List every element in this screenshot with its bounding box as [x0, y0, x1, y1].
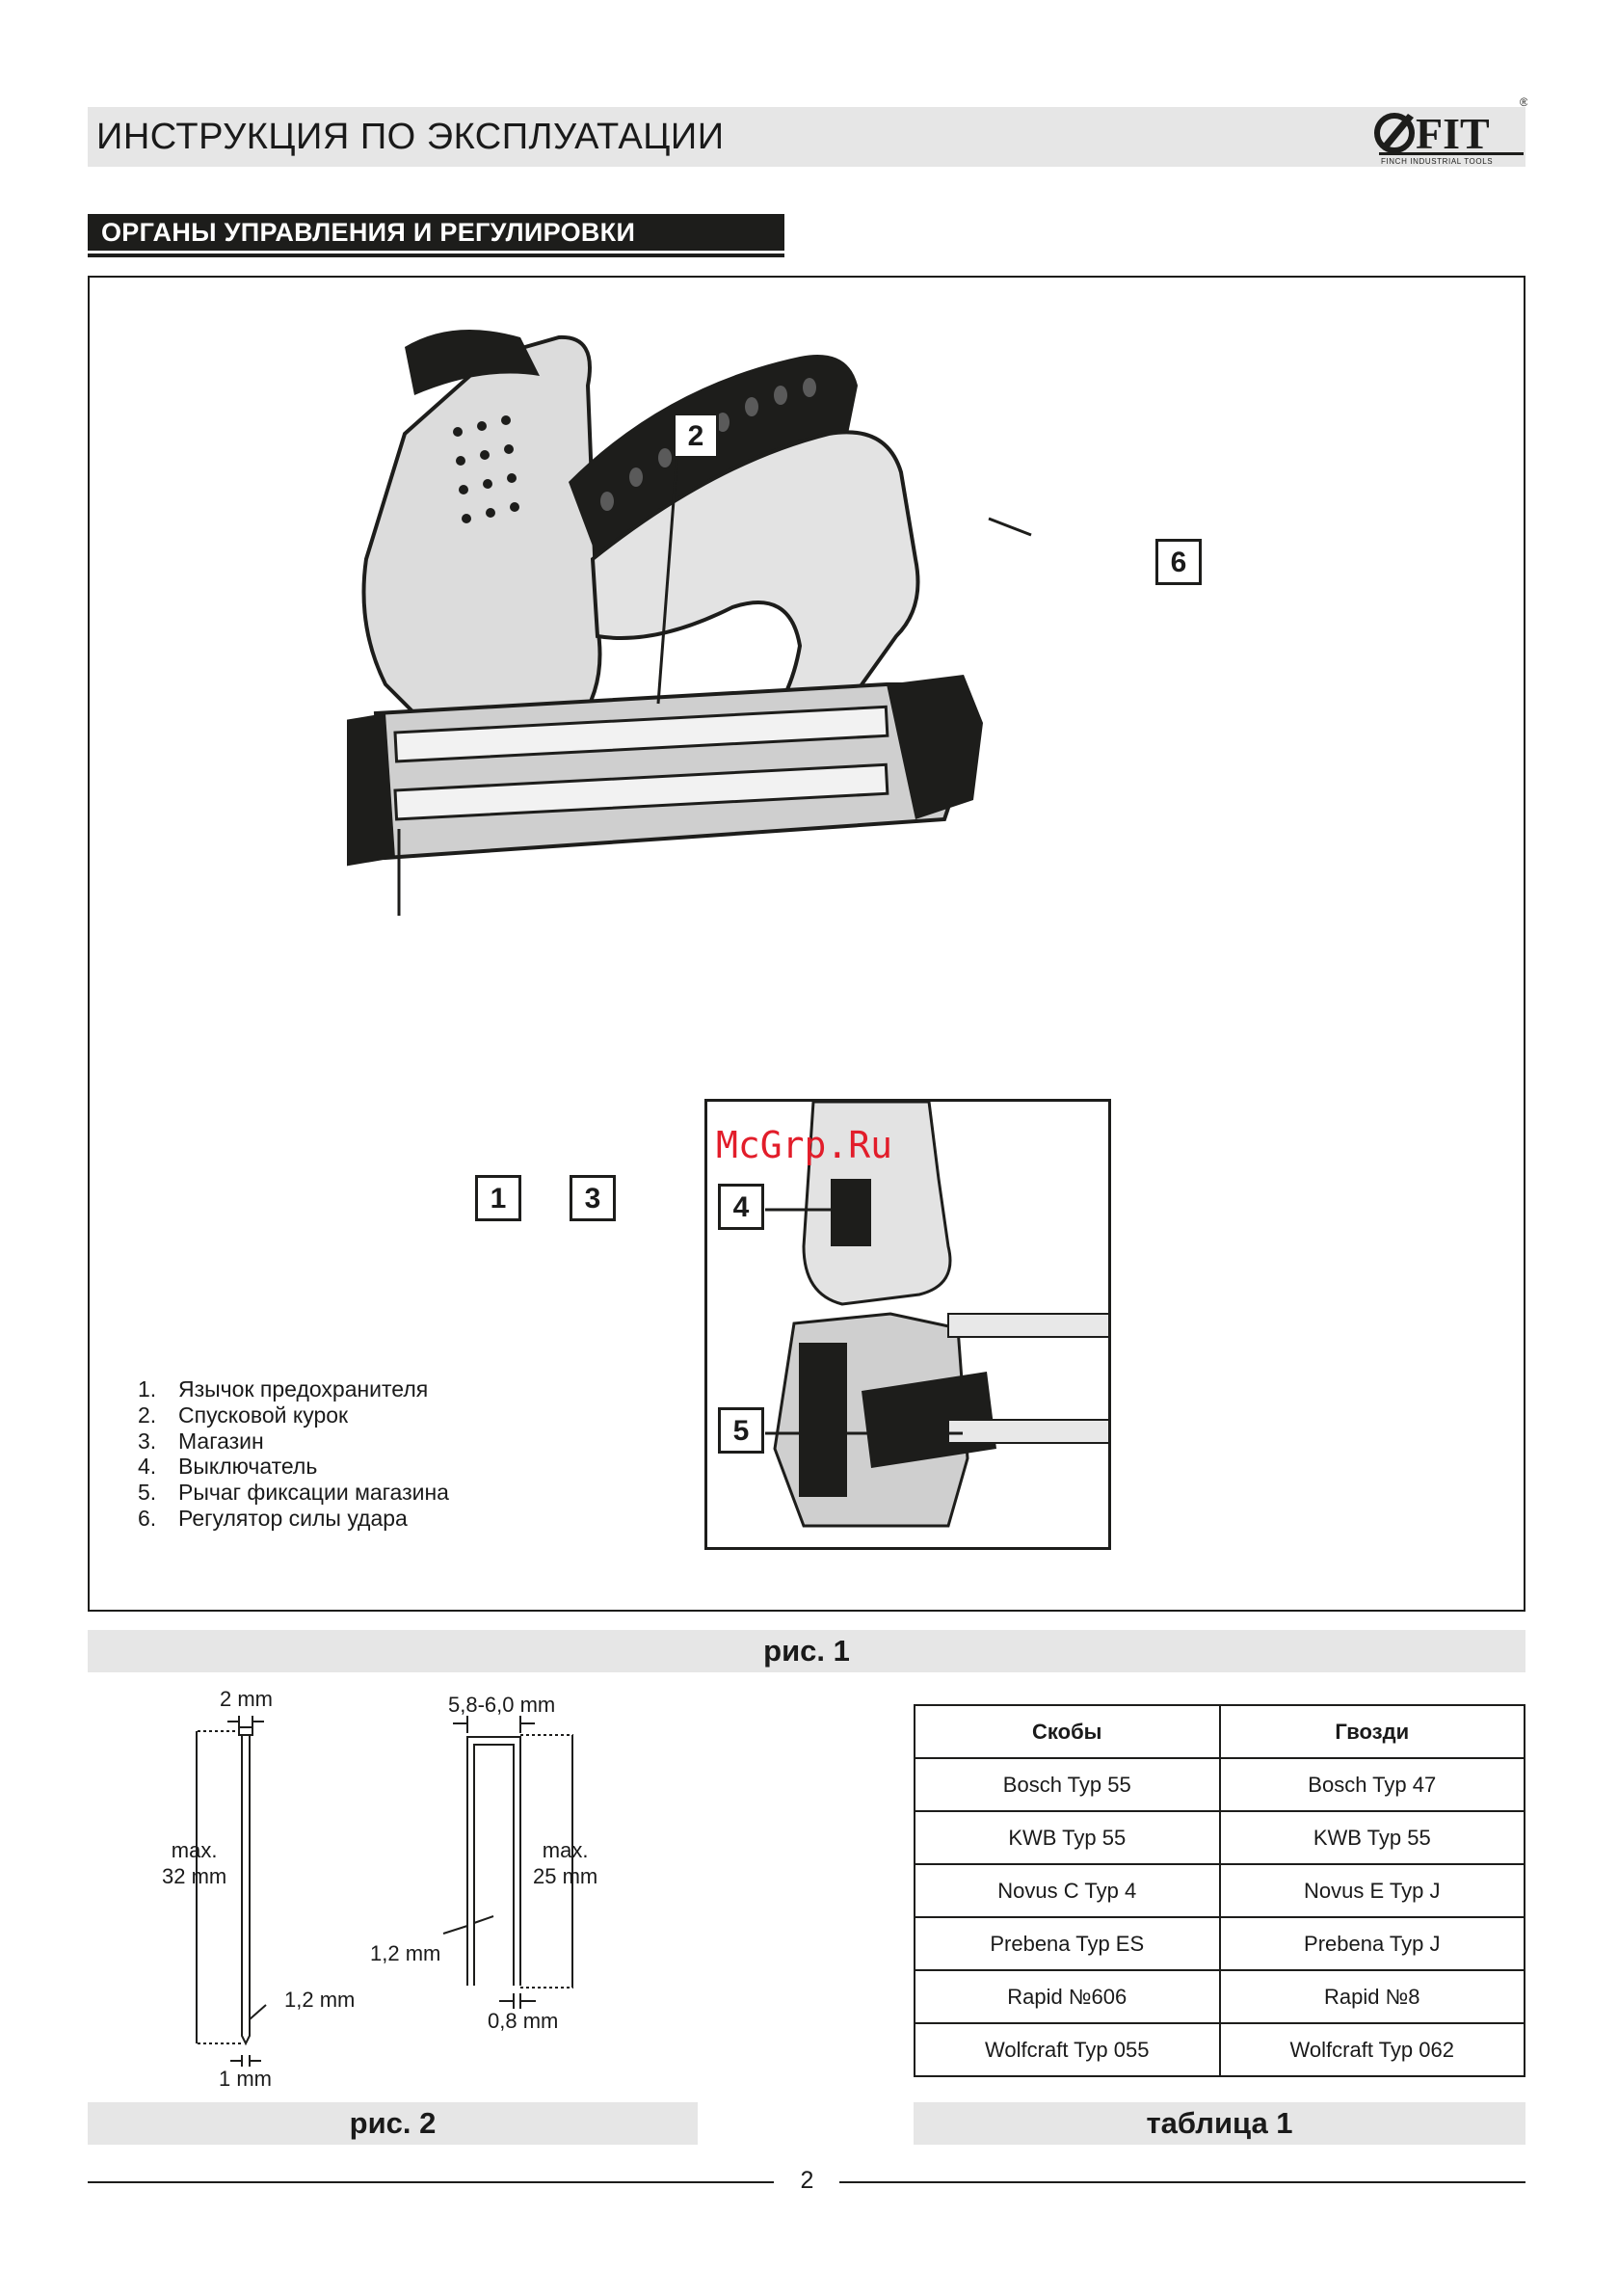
staple-width-dim: 0,8 mm — [488, 2009, 559, 2033]
section-underline — [88, 254, 784, 257]
table-cell: Novus C Typ 4 — [914, 1863, 1221, 1918]
parts-legend: 1.Язычок предохранителя 2.Спусковой куро… — [138, 1376, 449, 1532]
table-cell: Bosch Typ 47 — [1218, 1757, 1525, 1812]
figure-2-caption: рис. 2 — [349, 2106, 437, 2140]
staple-crown-dim: 5,8-6,0 mm — [448, 1693, 556, 1717]
fit-logo: FIT ® FINCH INDUSTRIAL TOOLS — [1373, 95, 1528, 166]
section-heading-bar — [88, 214, 784, 251]
nail-gun-illustration — [347, 330, 1032, 916]
svg-text:FINCH INDUSTRIAL TOOLS: FINCH INDUSTRIAL TOOLS — [1381, 157, 1493, 166]
legend-item: 5.Рычаг фиксации магазина — [138, 1480, 449, 1506]
figure-1-caption: рис. 1 — [763, 1634, 850, 1668]
table-header-row: Скобы Гвозди — [914, 1704, 1525, 1759]
table-cell: Wolfcraft Typ 062 — [1218, 2022, 1525, 2077]
figure-2-caption-bar — [88, 2102, 698, 2145]
staple-thickness-dim: 1,2 mm — [370, 1941, 441, 1965]
footer-rule-right — [839, 2181, 1525, 2183]
section-heading: ОРГАНЫ УПРАВЛЕНИЯ И РЕГУЛИРОВКИ — [101, 218, 636, 247]
table-1-caption-bar — [914, 2102, 1525, 2145]
legend-item: 6.Регулятор силы удара — [138, 1505, 408, 1531]
table-header: Скобы — [914, 1704, 1221, 1759]
callout-4: 4 — [718, 1184, 764, 1230]
callout-1: 1 — [475, 1175, 521, 1221]
nail-width-dim: 1 mm — [219, 2067, 272, 2091]
table-cell: KWB Typ 55 — [914, 1810, 1221, 1865]
table-cell: KWB Typ 55 — [1218, 1810, 1525, 1865]
svg-text:®: ® — [1520, 96, 1527, 109]
table-cell: Prebena Typ J — [1218, 1916, 1525, 1971]
callout-6: 6 — [1155, 539, 1202, 585]
table-cell: Prebena Typ ES — [914, 1916, 1221, 1971]
svg-text:FIT: FIT — [1416, 109, 1490, 158]
callout-2: 2 — [673, 413, 719, 459]
table-cell: Rapid №8 — [1218, 1969, 1525, 2024]
legend-item: 3.Магазин — [138, 1428, 264, 1454]
table-cell: Wolfcraft Typ 055 — [914, 2022, 1221, 2077]
watermark: McGrp.Ru — [716, 1124, 893, 1166]
document-title: ИНСТРУКЦИЯ ПО ЭКСПЛУАТАЦИИ — [96, 117, 725, 157]
table-cell: Bosch Typ 55 — [914, 1757, 1221, 1812]
nail-head-dim: 2 mm — [220, 1687, 273, 1711]
inset-detail — [704, 1099, 1111, 1550]
header-bar — [88, 107, 1525, 167]
figure-1-caption-bar — [88, 1630, 1525, 1672]
table-cell: Rapid №606 — [914, 1969, 1221, 2024]
table-1-caption: таблица 1 — [1146, 2106, 1293, 2140]
figure-1-frame — [88, 276, 1525, 1612]
nail-thickness-dim: 1,2 mm — [284, 1988, 356, 2012]
staple-length-dim: max. 25 mm — [533, 1838, 598, 1888]
fastener-dimensions-drawing — [196, 1716, 573, 2067]
page-number: 2 — [800, 2167, 814, 2194]
legend-item: 1.Язычок предохранителя — [138, 1376, 429, 1402]
table-header: Гвозди — [1218, 1704, 1525, 1759]
callout-3: 3 — [570, 1175, 616, 1221]
legend-item: 2.Спусковой курок — [138, 1402, 349, 1428]
callout-5: 5 — [718, 1407, 764, 1454]
table-cell: Novus E Typ J — [1218, 1863, 1525, 1918]
nail-length-dim: max. 32 mm — [162, 1838, 227, 1888]
footer-rule-left — [88, 2181, 774, 2183]
legend-item: 4.Выключатель — [138, 1454, 318, 1480]
